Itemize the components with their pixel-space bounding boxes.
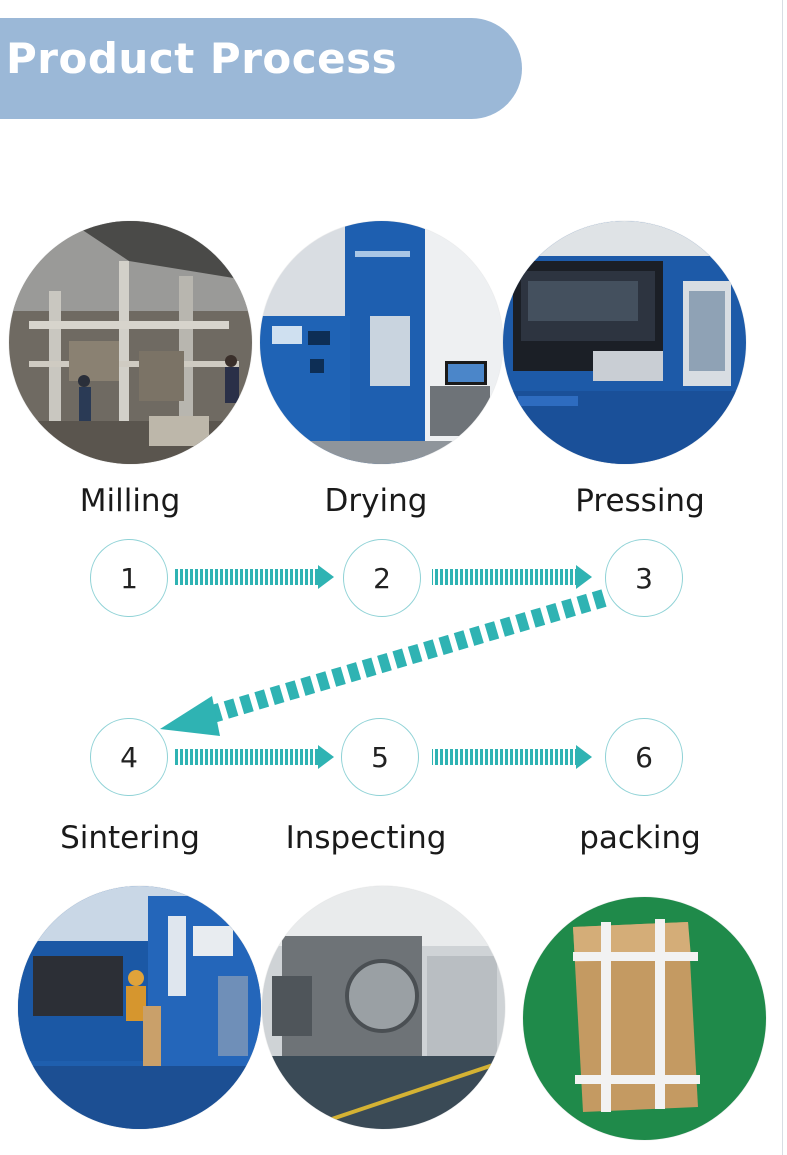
milling-photo [9, 221, 252, 464]
arrow-1-to-2 [174, 565, 334, 589]
sintering-photo [18, 886, 261, 1129]
inspecting-photo [262, 886, 505, 1129]
header-banner [0, 18, 522, 119]
drying-photo [260, 221, 503, 464]
right-edge-divider [782, 0, 783, 1155]
arrow-3-to-4 [160, 589, 607, 736]
step-circle-2: 2 [343, 539, 421, 617]
step-label-inspecting: Inspecting [285, 820, 447, 856]
step-circle-3: 3 [605, 539, 683, 617]
page-title: Product Process [6, 34, 398, 83]
arrow-5-to-6 [432, 745, 592, 769]
pressing-photo [503, 221, 746, 464]
step-label-pressing: Pressing [575, 483, 705, 519]
arrow-4-to-5 [174, 745, 334, 769]
step-circle-5: 5 [341, 718, 419, 796]
step-label-sintering: Sintering [60, 820, 200, 856]
step-label-milling: Milling [79, 483, 181, 519]
step-label-packing: packing [579, 820, 701, 856]
packing-photo [523, 897, 766, 1140]
step-circle-1: 1 [90, 539, 168, 617]
arrow-2-to-3 [432, 565, 592, 589]
step-label-drying: Drying [324, 483, 428, 519]
step-circle-6: 6 [605, 718, 683, 796]
step-circle-4: 4 [90, 718, 168, 796]
